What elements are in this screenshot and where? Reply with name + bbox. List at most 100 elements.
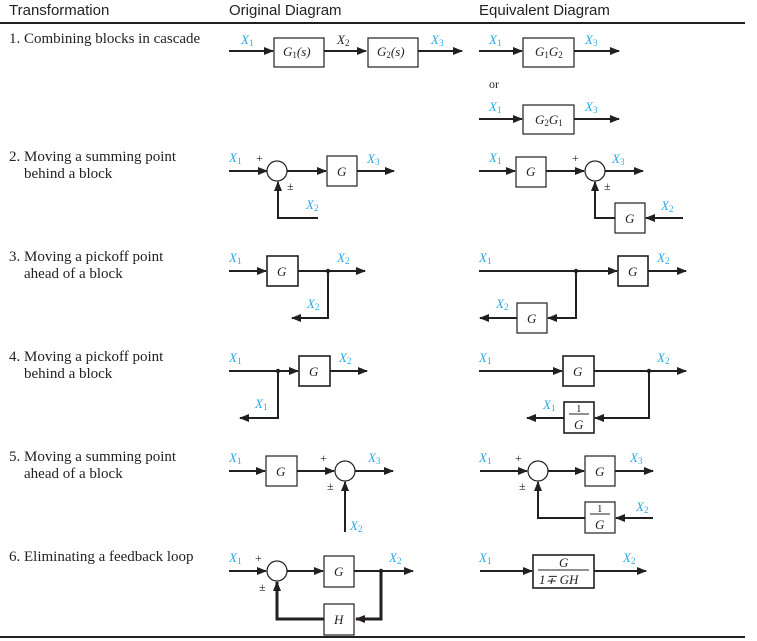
r2o-summing-junction [266, 160, 288, 182]
r2e-label-x2: X2 [660, 198, 673, 214]
r1o-label-x3: X3 [430, 32, 444, 48]
r3o-label-x2-out: X2 [336, 250, 349, 266]
r1e2-label-x3: X3 [584, 99, 598, 115]
r2e-block-g [515, 156, 547, 188]
r2e-block-g-feedback [614, 202, 646, 234]
r1o-block-g2 [367, 37, 419, 68]
r2e-label-x3: X3 [611, 151, 625, 167]
r2o-plus-sign: + [256, 151, 263, 165]
r3o-block-g [266, 255, 299, 287]
r6o-block-g [323, 555, 355, 588]
r5e-plusminus-sign: ± [519, 479, 526, 493]
r2e-fb-path [594, 182, 615, 219]
row-3-subtitle: ahead of a block [24, 266, 123, 282]
r4o-label-x1-branch: X1 [254, 396, 267, 412]
r4e-inverse-numerator: 1 [576, 403, 582, 415]
r5e-label-x1: X1 [478, 450, 491, 466]
r3o-label-x1: X1 [228, 250, 241, 266]
r5o-plus-sign: + [320, 451, 327, 465]
r5o-block-g-text: G [276, 464, 286, 479]
r4e-inverse-denominator: G [574, 417, 584, 432]
r1o-block-g1 [273, 37, 325, 68]
r2o-plusminus-sign: ± [287, 179, 294, 193]
r4e-label-x1-branch: X1 [542, 397, 555, 413]
r5o-plusminus-sign: ± [327, 479, 334, 493]
r1e-label-x1: X1 [488, 32, 501, 48]
header-original-diagram: Original Diagram [229, 2, 342, 19]
r6o-summing-junction [266, 560, 288, 582]
header-rule [0, 22, 745, 24]
row-4-subtitle: behind a block [24, 366, 113, 382]
r2o-x2-path [277, 182, 318, 219]
r2e-summing-junction [584, 160, 606, 182]
r4e-label-x2: X2 [656, 350, 669, 366]
r3o-block-g-text: G [277, 264, 287, 279]
r4e-label-x1: X1 [478, 350, 491, 366]
r6o-block-h-text: H [333, 612, 344, 627]
r2o-label-x3: X3 [366, 151, 380, 167]
r5e-plus-sign: + [515, 451, 522, 465]
r6e-closed-loop-denominator: 1∓ GH [539, 572, 579, 587]
r5e-label-x3: X3 [629, 450, 643, 466]
r4e-block-g-text: G [573, 364, 583, 379]
r1e-label-x3: X3 [584, 32, 598, 48]
r4o-label-x1: X1 [228, 350, 241, 366]
r5e-inverse-numerator: 1 [597, 503, 603, 515]
row-1-title: 1. Combining blocks in cascade [9, 31, 201, 47]
r1e-block-g1g2 [522, 37, 575, 68]
r5e-inverse-denominator: G [595, 517, 605, 532]
r6e-closed-loop-numerator: G [559, 555, 569, 570]
r5o-label-x2: X2 [349, 518, 362, 534]
r1e2-block-g2g1-text: G2G1 [535, 112, 563, 128]
r4o-pickoff-arrow [239, 371, 279, 422]
r2o-block-g-text: G [337, 164, 347, 179]
r6o-block-h [323, 603, 355, 636]
r6o-block-g-text: G [334, 564, 344, 579]
or-label: or [489, 77, 499, 91]
row-5-title: 5. Moving a summing point [9, 449, 177, 465]
r3e-label-x2-out: X2 [656, 250, 669, 266]
r2e-block-g-feedback-text: G [625, 211, 635, 226]
r6e-label-x1: X1 [478, 550, 491, 566]
r2o-label-x2: X2 [305, 197, 318, 213]
r3e-pickoff-arrow [547, 271, 577, 322]
row-3-title: 3. Moving a pickoff point [9, 249, 164, 265]
header-equivalent-diagram: Equivalent Diagram [479, 2, 610, 19]
r3e-label-x1: X1 [478, 250, 491, 266]
r4o-block-g-text: G [309, 364, 319, 379]
r1o-block-g1-text: G1(s) [283, 44, 311, 60]
r1o-block-g2-text: G2(s) [377, 44, 405, 60]
row-6-title: 6. Eliminating a feedback loop [9, 549, 194, 565]
r2e-label-x1: X1 [488, 150, 501, 166]
row-2-title: 2. Moving a summing point [9, 149, 177, 165]
r5e-fb-path [537, 482, 585, 519]
r3e-block-g-branch-text: G [527, 311, 537, 326]
r1e2-label-x1: X1 [488, 99, 501, 115]
r1o-label-x1: X1 [240, 32, 253, 48]
r6e-block-closed-loop [532, 554, 595, 589]
r4o-label-x2: X2 [338, 350, 351, 366]
r6o-label-x2: X2 [388, 550, 401, 566]
bottom-rule [0, 636, 745, 638]
r3e-label-x2-branch: X2 [495, 296, 508, 312]
row-label-6: 6. Eliminating a feedback loop [9, 549, 194, 566]
r5o-label-x1: X1 [228, 450, 241, 466]
r6o-plusminus-sign: ± [259, 580, 266, 594]
r5o-summing-junction [334, 460, 356, 482]
r5o-block-g [265, 455, 298, 487]
r4e-pickoff-arrow [594, 371, 650, 422]
r6e-label-x2: X2 [622, 550, 635, 566]
r3e-block-g-text: G [628, 264, 638, 279]
r1o-label-x2: X2 [336, 32, 349, 48]
r1e-block-g1g2-text: G1G2 [535, 44, 563, 60]
r3o-label-x2-branch: X2 [306, 296, 319, 312]
r6o-plus-sign: + [255, 551, 262, 565]
r2e-block-g-text: G [526, 164, 536, 179]
r5e-block-g-text: G [595, 464, 605, 479]
r6o-fb-path [356, 571, 383, 621]
